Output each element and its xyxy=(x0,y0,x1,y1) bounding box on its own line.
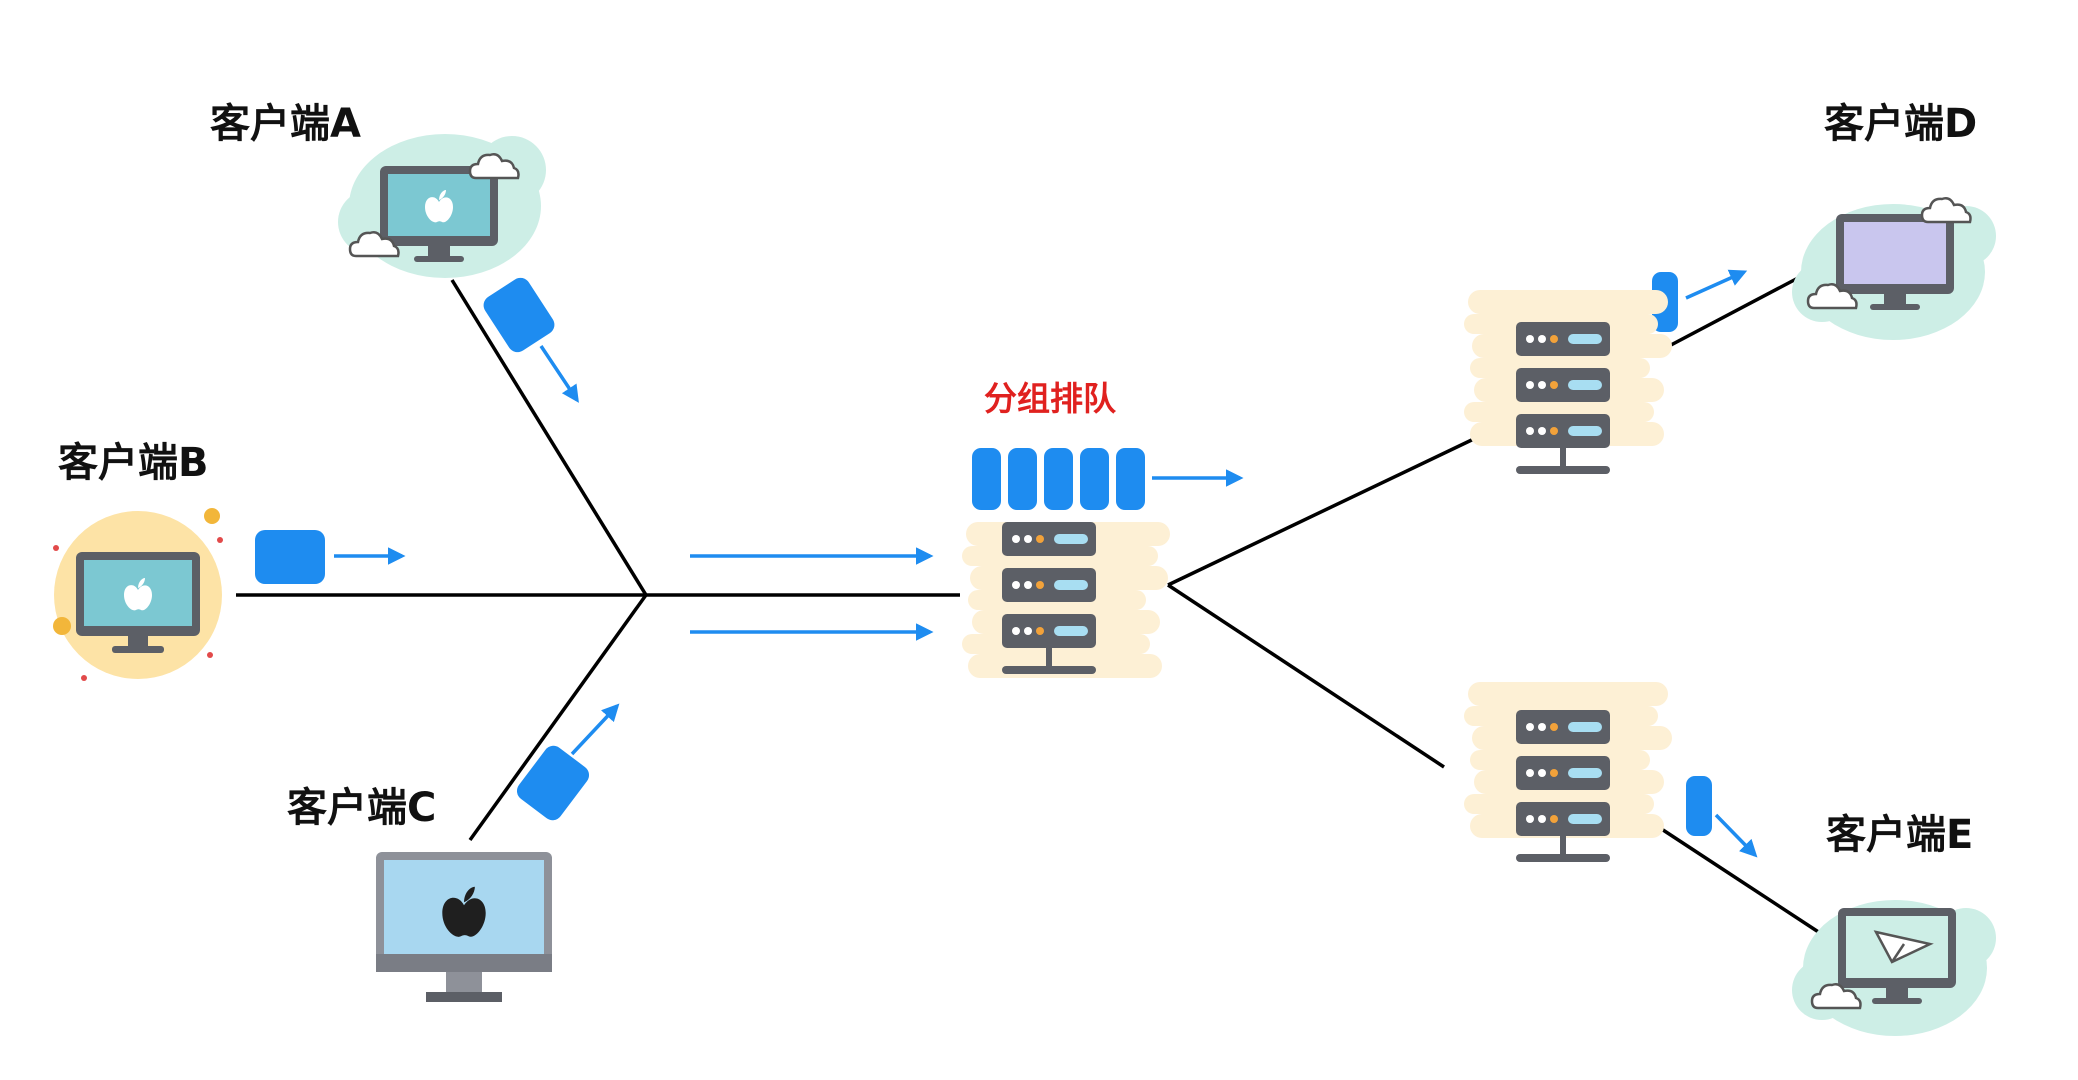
packet-e xyxy=(1686,776,1712,836)
link-server-d xyxy=(1651,276,1799,357)
traffic-arrows xyxy=(334,269,1758,858)
link-router-upper xyxy=(1167,434,1481,587)
client-c-label: 客户端C xyxy=(287,785,437,831)
client-e-desktop-icon xyxy=(1792,900,1996,1036)
link-client-a xyxy=(450,279,648,596)
client-b-label: 客户端B xyxy=(58,440,209,486)
queue-packet-4 xyxy=(1080,448,1109,510)
arrow-a xyxy=(539,345,579,403)
client-b-desktop-icon xyxy=(53,508,223,681)
link-server-e xyxy=(1659,826,1821,935)
client-e-label: 客户端E xyxy=(1826,812,1974,858)
router-server-icon xyxy=(962,522,1170,678)
client-d-label: 客户端D xyxy=(1824,101,1978,147)
link-router-lower xyxy=(1167,583,1445,769)
server-upper-icon xyxy=(1464,290,1672,474)
arrow-e xyxy=(1714,813,1758,858)
arrow-d xyxy=(1685,269,1748,300)
packet-b xyxy=(255,530,325,584)
client-a-desktop-icon xyxy=(338,134,546,278)
link-client-c xyxy=(468,593,648,842)
packets xyxy=(255,272,1712,836)
queue-packet-2 xyxy=(1008,448,1037,510)
packet-a xyxy=(483,277,555,353)
client-a-label: 客户端A xyxy=(210,101,361,147)
queue-packet-5 xyxy=(1116,448,1145,510)
queue-label: 分组排队 xyxy=(984,379,1116,418)
packet-c xyxy=(516,745,590,821)
queue-packet-1 xyxy=(972,448,1001,510)
client-d-desktop-icon xyxy=(1792,197,1996,340)
network-links xyxy=(236,276,1821,935)
arrow-c xyxy=(570,703,620,756)
server-lower-icon xyxy=(1464,682,1672,862)
client-c-desktop-icon xyxy=(376,852,552,1002)
queue-packet-3 xyxy=(1044,448,1073,510)
